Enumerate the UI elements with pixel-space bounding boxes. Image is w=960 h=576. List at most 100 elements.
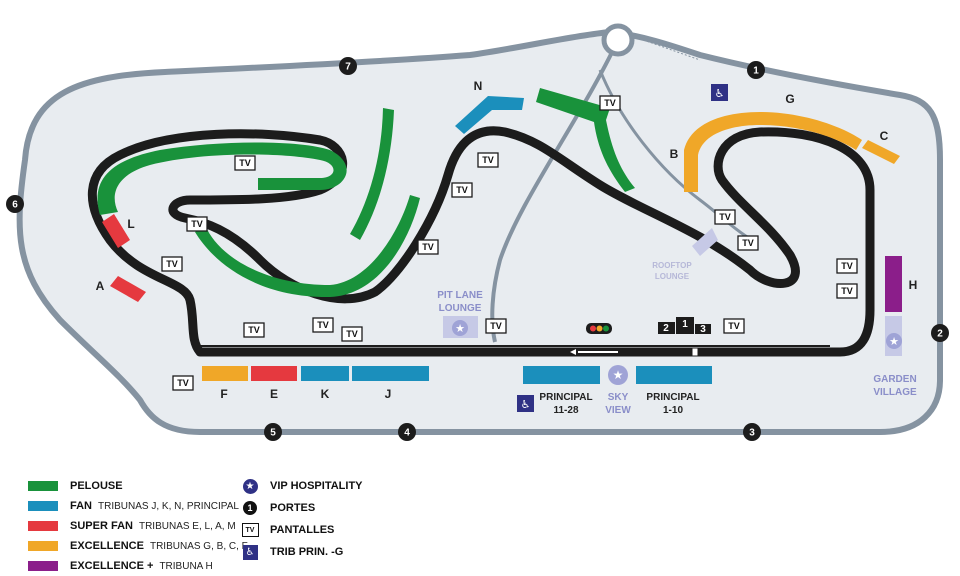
- legend-detail: TRIBUNA H: [159, 560, 213, 572]
- gate-1-label: 1: [753, 66, 759, 77]
- podium-3: [695, 324, 711, 334]
- tv-screen-icon: [341, 326, 363, 342]
- legend-name: TRIB PRIN. -G: [270, 546, 344, 558]
- stand-a-label: A: [96, 279, 105, 293]
- gate-4-icon: [398, 423, 416, 441]
- tv-screen-icon: [714, 209, 736, 225]
- podium-2: [658, 322, 675, 334]
- gate-4-label: 4: [404, 428, 410, 439]
- gate-2-label: 2: [937, 329, 943, 340]
- tv-screen-icon: [451, 182, 473, 198]
- svg-text:★: ★: [455, 323, 465, 335]
- garden-village-label-1: GARDEN: [873, 374, 916, 385]
- light-yellow: [596, 325, 603, 332]
- gate-7-icon: [339, 57, 357, 75]
- pelouse-hairpin: [97, 142, 347, 215]
- roundabout: [601, 23, 635, 57]
- legend-swatch-fan: [28, 501, 58, 511]
- tv-screen-icon: [836, 283, 858, 299]
- wheelchair-icon-principal: [517, 395, 534, 412]
- tv-screen-icon: [417, 239, 439, 255]
- rooftop-lounge-label-1: ROOFTOP: [652, 261, 692, 270]
- legend-name: PORTES: [270, 502, 316, 514]
- legend-swatch-pelouse: [28, 481, 58, 491]
- stand-b-g: [684, 112, 862, 192]
- tv-screen-icon: [836, 258, 858, 274]
- gate-1-icon: [747, 61, 765, 79]
- tv-screen-icon: [172, 375, 194, 391]
- stand-l: [102, 214, 130, 248]
- legend-detail: TRIBUNAS E, L, A, M: [138, 520, 236, 532]
- stand-f: [202, 366, 248, 381]
- sky-view-star-icon: [608, 365, 628, 385]
- pit-lane-lounge-label-1: PIT LANE: [437, 290, 483, 301]
- service-road: [490, 39, 620, 343]
- wheelchair-icon-top: [711, 84, 728, 101]
- gate-number-icon: 1: [243, 501, 257, 515]
- tv-screen-label: TV: [728, 321, 740, 331]
- tv-screen-label: TV: [604, 98, 616, 108]
- tv-screen-label: TV: [841, 261, 853, 271]
- legend-name: EXCELLENCE: [70, 540, 144, 552]
- svg-text:♿: ♿: [715, 88, 725, 100]
- tv-screen-icon: [477, 152, 499, 168]
- star-icon: ★: [242, 478, 258, 494]
- tv-screen-label: TV: [191, 219, 203, 229]
- stand-g-label: G: [785, 92, 794, 106]
- legend-item-gates: 1 PORTES: [240, 498, 321, 518]
- legend-name: VIP HOSPITALITY: [270, 480, 363, 492]
- stand-h-label: H: [909, 278, 918, 292]
- finish-line: [691, 347, 699, 357]
- stand-c: [862, 140, 900, 164]
- tv-screen-label: TV: [482, 155, 494, 165]
- podium-2-label: 2: [663, 323, 669, 334]
- tv-screen-label: TV: [490, 321, 502, 331]
- pit-lane-lounge-label-2: LOUNGE: [439, 303, 482, 314]
- stand-l-label: L: [127, 217, 134, 231]
- tv-screen-label: TV: [177, 378, 189, 388]
- tv-screen-label: TV: [248, 325, 260, 335]
- gate-2-icon: [931, 324, 949, 342]
- tv-screen-label: TV: [317, 320, 329, 330]
- legend-name: SUPER FAN: [70, 520, 133, 532]
- legend-item-pelouse: PELOUSE: [28, 476, 129, 496]
- stand-f-label: F: [220, 387, 227, 401]
- tv-screen-label: TV: [719, 212, 731, 222]
- pelouse-inner-s: [195, 195, 420, 298]
- rooftop-lounge-area: [692, 228, 718, 256]
- light-red: [590, 325, 596, 332]
- pelouse-arc: [350, 108, 394, 240]
- legend-name: PELOUSE: [70, 480, 123, 492]
- stand-j: [352, 366, 429, 381]
- sky-view-label-2: VIEW: [605, 405, 631, 416]
- stand-b-label: B: [670, 147, 679, 161]
- tv-screen-icon: [312, 317, 334, 333]
- stand-e: [251, 366, 297, 381]
- pelouse-top: [536, 88, 635, 192]
- legend-item-super-fan: SUPER FAN TRIBUNAS E, L, A, M: [28, 516, 236, 536]
- top-link-line: [631, 35, 701, 61]
- principal-right-label-2: 1-10: [663, 405, 683, 416]
- legend-swatch-excellence: [28, 541, 58, 551]
- legend-item-excellence: EXCELLENCE TRIBUNAS G, B, C, F: [28, 536, 248, 556]
- tv-screen-icon: [186, 216, 208, 232]
- gate-5-icon: [264, 423, 282, 441]
- tv-screen-label: TV: [841, 286, 853, 296]
- sky-view-label-1: SKY: [608, 392, 629, 403]
- podium-1-label: 1: [682, 319, 688, 330]
- svg-text:♿: ♿: [521, 399, 531, 411]
- legend-detail: TRIBUNAS J, K, N, PRINCIPAL: [98, 500, 239, 512]
- principal-right-label-1: PRINCIPAL: [646, 392, 699, 403]
- tv-screen-label: TV: [346, 329, 358, 339]
- garden-village-label-2: VILLAGE: [873, 387, 917, 398]
- svg-text:★: ★: [613, 368, 624, 382]
- stand-n: [455, 96, 524, 134]
- tv-screen-icon: [243, 322, 265, 338]
- gate-3-icon: [743, 423, 761, 441]
- stand-j-label: J: [385, 387, 392, 401]
- tv-screen-icon: [737, 235, 759, 251]
- legend-name: PANTALLES: [270, 524, 335, 536]
- gate-3-label: 3: [749, 428, 755, 439]
- tv-screen-icon: TV: [241, 523, 259, 537]
